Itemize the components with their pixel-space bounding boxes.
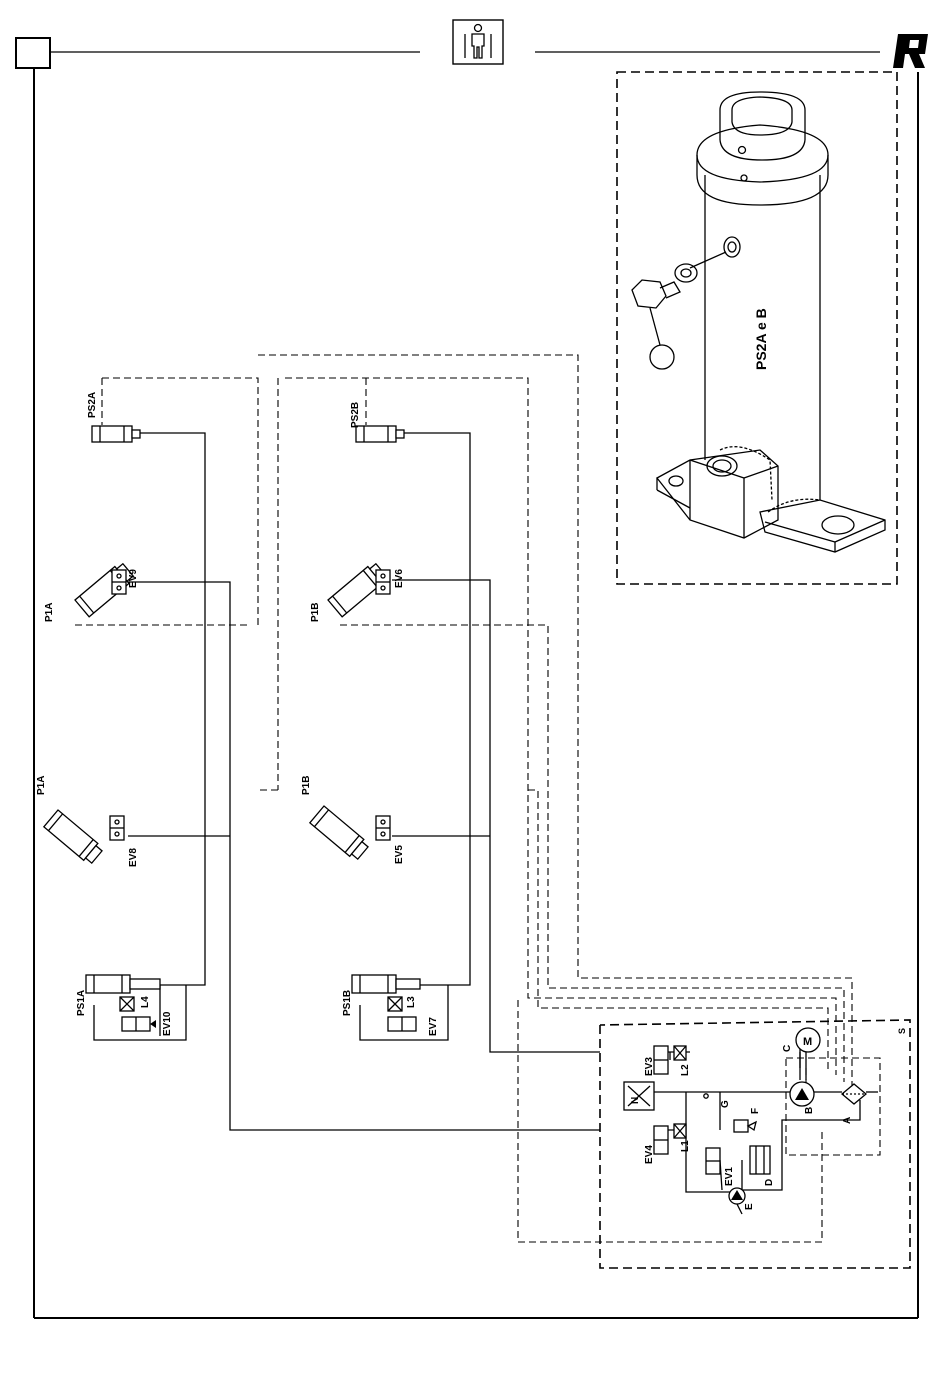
solid-lines bbox=[94, 433, 878, 1192]
component-labels: PS2A PS2B P1A P1B EV9 EV6 P1A P1B EV8 EV… bbox=[36, 392, 907, 1210]
filter-a bbox=[842, 1084, 866, 1104]
label-ev10: EV10 bbox=[162, 1011, 173, 1036]
junction-g bbox=[704, 1094, 708, 1098]
label-ev7: EV7 bbox=[428, 1017, 439, 1036]
person-with-tools-icon bbox=[453, 20, 503, 64]
cylinder-ps2b bbox=[356, 426, 404, 442]
corner-box bbox=[16, 38, 50, 68]
label-e: E bbox=[744, 1203, 755, 1210]
valve-ev4 bbox=[654, 1126, 668, 1154]
label-ps1a: PS1A bbox=[76, 990, 87, 1016]
valve-ev10 bbox=[122, 1017, 156, 1031]
label-ev1: EV1 bbox=[724, 1167, 735, 1186]
label-l2: L2 bbox=[680, 1064, 691, 1076]
valve-ev1 bbox=[706, 1148, 720, 1174]
cylinder-ps2a bbox=[92, 426, 140, 442]
label-ps2b: PS2B bbox=[350, 402, 361, 428]
motor-m: M bbox=[796, 1028, 820, 1080]
label-p1a-top: P1A bbox=[44, 603, 55, 622]
label-ev5: EV5 bbox=[394, 845, 405, 864]
cylinder-p1a-mid bbox=[44, 810, 104, 865]
brand-logo-text: R bbox=[0, 0, 1, 1]
valve-ev7 bbox=[388, 1017, 416, 1031]
label-s: S bbox=[897, 1028, 907, 1034]
label-l1: L1 bbox=[680, 1140, 691, 1152]
valve-l3 bbox=[388, 997, 402, 1011]
label-ps1b: PS1B bbox=[342, 990, 353, 1016]
label-b: B bbox=[804, 1107, 815, 1114]
label-ev9: EV9 bbox=[128, 569, 139, 588]
inset-label: PS2A e B bbox=[753, 308, 769, 370]
valve-ev5 bbox=[376, 816, 390, 840]
valve-l1 bbox=[674, 1124, 686, 1138]
label-p1b-mid: P1B bbox=[301, 776, 312, 795]
svg-text:M: M bbox=[803, 1036, 812, 1048]
cylinder-ps1b bbox=[352, 975, 420, 993]
valve-ev9 bbox=[112, 570, 126, 594]
cylinder-p1b-mid bbox=[310, 806, 370, 861]
hand-pump-e bbox=[729, 1188, 745, 1214]
label-ps2a: PS2A bbox=[87, 392, 98, 418]
label-f: F bbox=[750, 1108, 761, 1114]
valve-ev6 bbox=[376, 570, 390, 594]
label-ev3: EV3 bbox=[644, 1057, 655, 1076]
valve-ev3 bbox=[654, 1046, 668, 1074]
pump-b bbox=[790, 1082, 814, 1106]
valve-l2 bbox=[674, 1046, 686, 1060]
valve-l4 bbox=[120, 997, 134, 1011]
valve-d bbox=[750, 1146, 770, 1174]
label-g: G bbox=[720, 1100, 731, 1108]
label-ev8: EV8 bbox=[128, 848, 139, 867]
cylinder-ps1a bbox=[86, 975, 160, 993]
valve-f bbox=[734, 1120, 756, 1132]
label-p1b-top: P1B bbox=[310, 603, 321, 622]
label-l3: L3 bbox=[406, 996, 417, 1008]
valve-ev8 bbox=[110, 816, 124, 840]
label-d: D bbox=[764, 1179, 775, 1186]
valve-n bbox=[624, 1082, 654, 1110]
label-n: N bbox=[630, 1097, 641, 1104]
label-l4: L4 bbox=[140, 996, 151, 1008]
label-c: C bbox=[782, 1045, 793, 1052]
page-frame bbox=[34, 52, 918, 1318]
label-ev6: EV6 bbox=[394, 569, 405, 588]
dashed-lines bbox=[75, 355, 910, 1268]
label-a: A bbox=[842, 1117, 853, 1124]
label-p1a-mid: P1A bbox=[36, 776, 47, 795]
label-ev4: EV4 bbox=[644, 1145, 655, 1164]
